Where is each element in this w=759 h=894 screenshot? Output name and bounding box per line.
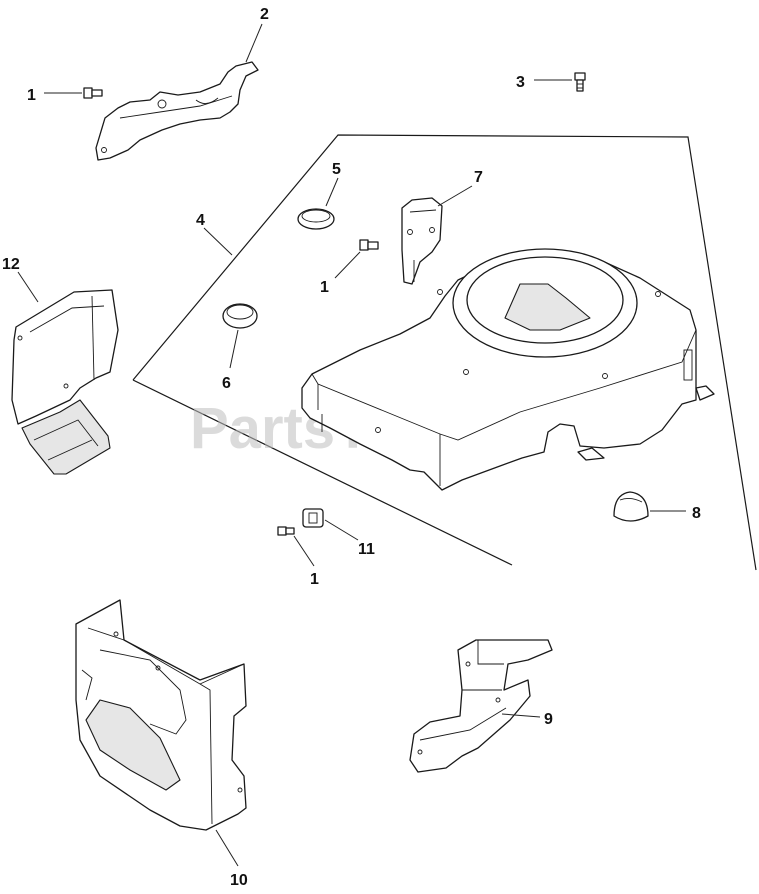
callout-2: 2 [260,6,269,23]
part-10-shroud[interactable] [75,599,247,831]
part-5-plug[interactable] [297,208,335,230]
part-3-screw[interactable] [574,72,586,92]
callout-1-bottom: 1 [310,571,319,588]
callout-10: 10 [230,872,248,889]
callout-labels: 1 2 3 4 5 7 12 1 6 8 11 1 9 10 [2,6,701,889]
callout-11: 11 [358,541,375,558]
callout-5: 5 [332,161,341,178]
part-12-shield[interactable] [11,289,119,475]
part-1-screw-top[interactable] [83,87,103,99]
blower-housing[interactable] [301,248,715,491]
part-1-screw-bottom[interactable] [277,526,295,536]
part-8-cap[interactable] [613,491,649,522]
callout-6: 6 [222,375,231,392]
leader-lines [17,23,686,867]
part-6-plug[interactable] [222,303,258,329]
callout-4: 4 [196,212,205,229]
callout-1-mid: 1 [320,279,329,296]
part-11-grommet[interactable] [302,508,324,528]
callout-9: 9 [544,711,553,728]
part-7-bracket[interactable] [401,197,443,285]
callout-1-top: 1 [27,87,36,104]
callout-8: 8 [692,505,701,522]
callout-7: 7 [474,169,483,186]
part-9-bracket[interactable] [409,639,553,773]
callout-12: 12 [2,256,20,273]
assembly-outline [132,134,757,571]
part-1-screw-mid[interactable] [359,239,379,251]
callout-3: 3 [516,74,525,91]
part-2-bracket[interactable] [95,61,259,161]
